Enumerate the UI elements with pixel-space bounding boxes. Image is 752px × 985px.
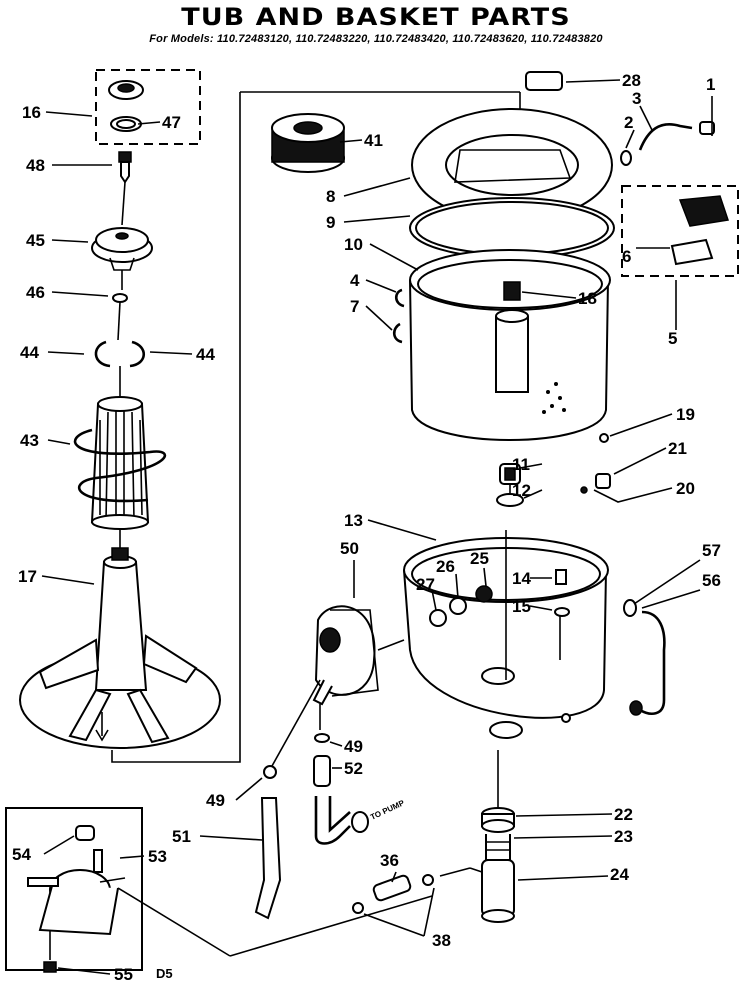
model-numbers: For Models: 110.72483120, 110.72483220, …: [149, 33, 603, 45]
callout-46: 46: [26, 283, 45, 302]
callout-24: 24: [610, 865, 629, 884]
drive-bell-parts: [580, 433, 611, 494]
callout-43: 43: [20, 431, 39, 450]
callout-20: 20: [676, 479, 695, 498]
callout-44-left: 44: [20, 343, 39, 362]
callout-52: 52: [344, 759, 363, 778]
callout-38: 38: [432, 931, 451, 950]
auger-part: [73, 396, 167, 530]
callout-41: 41: [364, 131, 383, 150]
tub-screw-part: [554, 569, 570, 617]
agitator-base-part: [19, 547, 221, 749]
callout-18: 18: [578, 289, 597, 308]
callout-4: 4: [350, 271, 360, 290]
diagram-code: D5: [156, 966, 173, 981]
callout-57: 57: [702, 541, 721, 560]
cover-ring-part: [411, 108, 613, 222]
recirc-hose-part: [623, 599, 666, 716]
agitator-bolt-part: [118, 151, 132, 184]
callout-49-left: 49: [206, 791, 225, 810]
agitator-cap-part: [108, 80, 144, 132]
cam-part: [91, 227, 153, 271]
callout-44-right: 44: [196, 345, 215, 364]
callout-9: 9: [326, 213, 335, 232]
callout-13: 13: [344, 511, 363, 530]
callout-36: 36: [380, 851, 399, 870]
diagram-title: TUB AND BASKET PARTS: [181, 3, 571, 32]
callout-27: 27: [416, 575, 435, 594]
callout-22: 22: [614, 805, 633, 824]
top-clip-part: [525, 71, 563, 91]
callout-54: 54: [12, 845, 31, 864]
basket-clips-part: [392, 288, 405, 344]
bearing-part: [481, 807, 515, 833]
callout-28: 28: [622, 71, 641, 90]
callout-1: 1: [706, 75, 715, 94]
callout-45: 45: [26, 231, 45, 250]
callout-11: 11: [512, 455, 530, 474]
kit-box-5: [621, 185, 739, 277]
callout-7: 7: [350, 297, 359, 316]
basket-part: [409, 249, 611, 441]
seal-ring-part: [409, 197, 615, 259]
kit-box-16: [95, 69, 201, 145]
callout-15: 15: [512, 597, 531, 616]
spring-part: [352, 874, 434, 914]
callout-2: 2: [624, 113, 633, 132]
callout-55: 55: [114, 965, 133, 984]
filter-part: [271, 113, 345, 173]
seal-part: [485, 834, 511, 861]
washer-part: [112, 293, 128, 303]
pump-part: [312, 605, 379, 706]
callout-17: 17: [18, 567, 37, 586]
callout-labels: 16 47 48 45 46 44 44 43 17 41 8 9 10 4 7…: [12, 71, 721, 984]
callout-50: 50: [340, 539, 359, 558]
callout-8: 8: [326, 187, 335, 206]
callout-19: 19: [676, 405, 695, 424]
callout-51: 51: [172, 827, 191, 846]
callout-5: 5: [668, 329, 677, 348]
callout-23: 23: [614, 827, 633, 846]
dogs-part: [94, 340, 146, 368]
hub-part: [469, 859, 515, 923]
callout-53: 53: [148, 847, 167, 866]
callout-6: 6: [622, 247, 631, 266]
callout-47: 47: [162, 113, 181, 132]
lid-switch-part: [670, 195, 729, 266]
leader-lines: [41, 79, 713, 975]
callout-49-right: 49: [344, 737, 363, 756]
drain-hose-part: [620, 121, 715, 166]
connector-part: [313, 755, 331, 787]
valve-part: [27, 825, 126, 936]
callout-48: 48: [26, 156, 45, 175]
callout-56: 56: [702, 571, 721, 590]
callout-10: 10: [344, 235, 363, 254]
callout-25: 25: [470, 549, 489, 568]
hose-part-51: [254, 797, 282, 920]
callout-26: 26: [436, 557, 455, 576]
callout-16: 16: [22, 103, 41, 122]
callout-12: 12: [512, 481, 531, 500]
to-pump-note: TO PUMP: [369, 798, 406, 822]
clamp-part-49: [263, 765, 277, 779]
callout-14: 14: [512, 569, 531, 588]
callout-3: 3: [632, 89, 641, 108]
callout-21: 21: [668, 439, 687, 458]
clamp-part-52: [314, 733, 330, 743]
hose-to-pump: [314, 796, 351, 845]
